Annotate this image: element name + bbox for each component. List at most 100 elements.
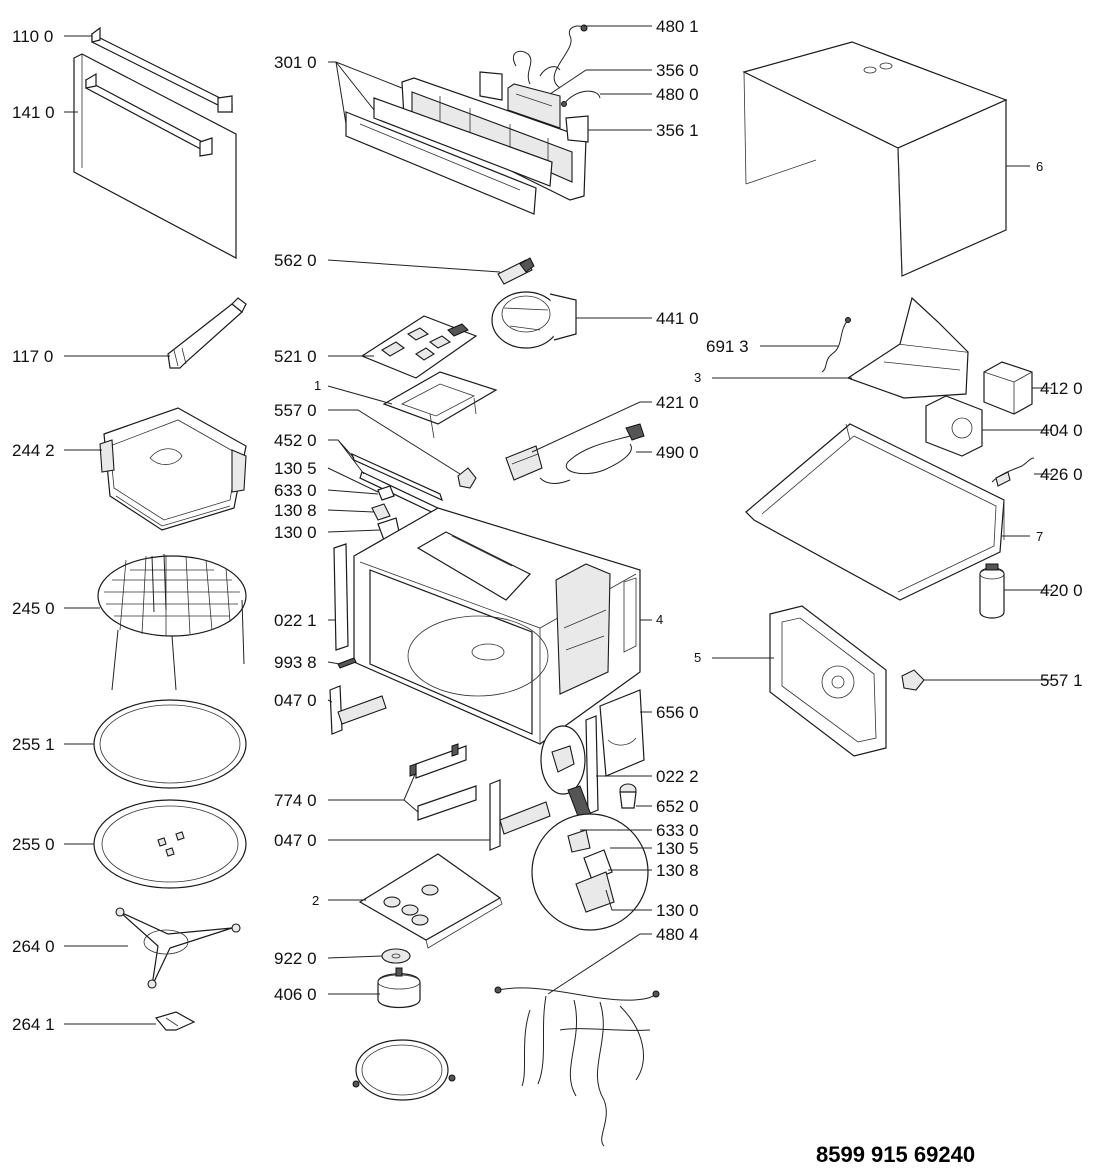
label-356-1: 356 1 (656, 121, 699, 140)
part-421-0-capacitor (505, 445, 543, 481)
part-1-pcb-holder (382, 371, 498, 439)
part-557-1-switch (901, 669, 925, 691)
label-130-8-top: 130 8 (274, 501, 317, 520)
part-426-0-thermal-fuse (991, 457, 1035, 487)
label-404-0: 404 0 (1040, 421, 1083, 440)
label-255-1: 255 1 (12, 735, 55, 754)
label-656-0: 656 0 (656, 703, 699, 722)
part-245-0-rack (97, 553, 247, 691)
label-452-0: 452 0 (274, 431, 317, 450)
part-6-outer-casing (742, 41, 1008, 277)
part-412-0-transformer (983, 361, 1033, 415)
part-3-waveguide (846, 296, 969, 399)
label-047-0-lower: 047 0 (274, 831, 317, 850)
part-774-0-brackets (409, 743, 477, 821)
part-452-0-rods (350, 452, 444, 517)
label-301-0: 301 0 (274, 53, 317, 72)
label-922-0: 922 0 (274, 949, 317, 968)
label-691-3: 691 3 (706, 337, 749, 356)
part-047-0-hinge-upper (329, 685, 387, 735)
label-1: 1 (314, 378, 321, 393)
part-detail-circle-small (540, 725, 586, 795)
part-255-1-roller-ring (93, 699, 247, 789)
label-3: 3 (694, 370, 701, 385)
part-521-0-pcb (360, 315, 478, 379)
label-4: 4 (656, 612, 663, 627)
part-420-0-capacitor (979, 563, 1005, 619)
label-480-1: 480 1 (656, 17, 699, 36)
label-7: 7 (1036, 529, 1043, 544)
part-5-inner-door-frame (769, 605, 887, 757)
label-130-8-detail: 130 8 (656, 861, 699, 880)
label-562-0: 562 0 (274, 251, 317, 270)
part-117-0-grill-handle (167, 297, 247, 369)
part-691-3-wire (821, 317, 851, 373)
document-code: 8599 915 69240 (816, 1142, 975, 1167)
part-022-2-side-strip (585, 715, 599, 815)
label-130-0-top: 130 0 (274, 523, 317, 542)
label-255-0: 255 0 (12, 835, 55, 854)
label-993-8: 993 8 (274, 653, 317, 672)
label-557-0: 557 0 (274, 401, 317, 420)
label-774-0: 774 0 (274, 791, 317, 810)
label-130-0-detail: 130 0 (656, 901, 699, 920)
part-480-0-wire (561, 90, 601, 107)
label-117-0: 117 0 (12, 347, 53, 366)
label-421-0: 421 0 (656, 393, 699, 412)
label-521-0: 521 0 (274, 347, 317, 366)
part-562-0-fuse (497, 257, 535, 285)
part-bracket-plate-left (479, 71, 503, 101)
part-047-0-hinge-lower (489, 779, 551, 851)
leader-lines (64, 25, 1052, 1025)
part-490-0-power-cord (539, 423, 645, 484)
label-633-0-detail: 633 0 (656, 821, 699, 840)
part-404-0-magnetron (925, 395, 983, 457)
part-652-0-lamp (619, 783, 637, 809)
part-motor-ring-cover (352, 1039, 456, 1101)
label-5: 5 (694, 650, 701, 665)
part-022-1-side-strip (333, 543, 349, 651)
label-130-5-top: 130 5 (274, 459, 317, 478)
part-480-1-wire (539, 24, 588, 89)
part-557-0-switch (457, 467, 477, 489)
label-420-0: 420 0 (1040, 581, 1083, 600)
label-652-0: 652 0 (656, 797, 699, 816)
label-633-0-top: 633 0 (274, 481, 317, 500)
label-557-1: 557 1 (1040, 671, 1083, 690)
part-255-0-turntable-plate (93, 799, 247, 889)
part-cavity-main (353, 507, 641, 745)
label-264-0: 264 0 (12, 937, 55, 956)
label-047-0-upper: 047 0 (274, 691, 317, 710)
label-022-1: 022 1 (274, 611, 317, 630)
label-141-0: 141 0 (12, 103, 55, 122)
label-441-0: 441 0 (656, 309, 699, 328)
label-412-0: 412 0 (1040, 379, 1083, 398)
part-wire-harness-small (512, 50, 532, 85)
part-356-0-display-board (507, 83, 561, 129)
part-2-base-plate (358, 853, 503, 949)
label-406-0: 406 0 (274, 985, 317, 1004)
part-141-0-door-panel (73, 53, 237, 259)
label-264-1: 264 1 (12, 1015, 55, 1034)
part-993-8-screw (337, 657, 357, 669)
label-480-0: 480 0 (656, 85, 699, 104)
label-022-2: 022 2 (656, 767, 699, 786)
part-406-0-turntable-motor (377, 967, 421, 1009)
part-356-1-bracket-plate (565, 115, 589, 143)
label-245-0: 245 0 (12, 599, 55, 618)
label-480-4: 480 4 (656, 925, 699, 944)
part-labels: 110 0 141 0 117 0 244 2 245 0 255 1 255 … (12, 17, 1083, 1034)
part-244-2-crisp-dish (99, 407, 247, 531)
label-130-5-detail: 130 5 (656, 839, 699, 858)
label-110-0: 110 0 (12, 27, 53, 46)
part-441-0-fan-motor (491, 291, 577, 349)
part-110-0-door-handle (91, 26, 233, 113)
part-264-1-coupler (154, 1011, 196, 1031)
label-244-2: 244 2 (12, 441, 55, 460)
part-264-0-roller-support (115, 907, 241, 989)
label-356-0: 356 0 (656, 61, 699, 80)
label-426-0: 426 0 (1040, 465, 1083, 484)
part-480-4-wire-harness (494, 986, 660, 1147)
part-301-0-control-panel (345, 77, 587, 215)
